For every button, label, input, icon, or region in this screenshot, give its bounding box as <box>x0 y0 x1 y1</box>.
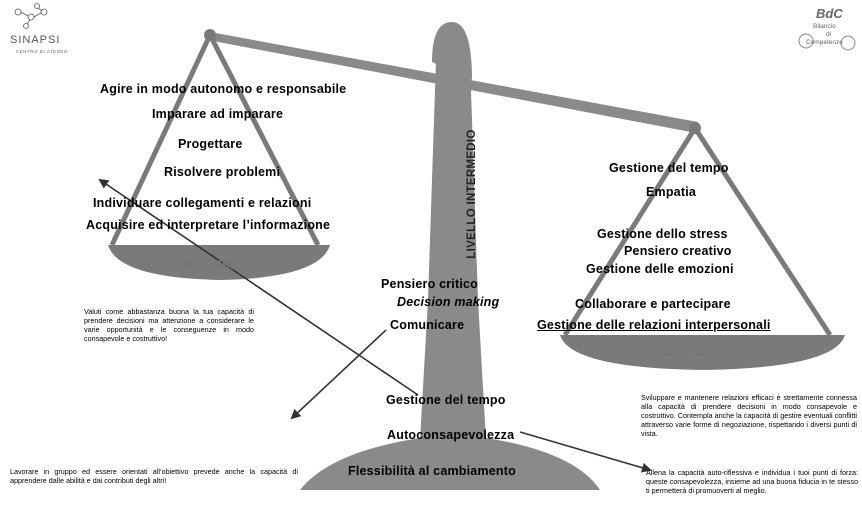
arrow-comunicare <box>290 329 387 420</box>
sinapsi-logo-icon <box>14 3 48 29</box>
center-item-flessibilita: Flessibilità al cambiamento <box>348 464 516 478</box>
right-item-stress: Gestione dello stress <box>597 227 728 241</box>
center-item-decision-making: Decision making <box>397 295 500 309</box>
bdc-logo-icon <box>798 33 856 51</box>
right-item-creativo: Pensiero creativo <box>624 244 732 258</box>
note-decision: Valuti come abbastanza buona la tua capa… <box>84 307 254 343</box>
left-pan-string <box>207 33 321 247</box>
left-item-acquisire: Acquisire ed interpretare l’informazione <box>86 218 331 232</box>
sinapsi-logo-text: SINAPSI <box>10 34 61 46</box>
right-pan-label: CRITICITA’ <box>661 344 723 358</box>
note-autoriflessiva: Allena la capacità auto-riflessiva e ind… <box>646 468 858 495</box>
left-item-progettare: Progettare <box>178 137 243 151</box>
pole-label: LIVELLO INTERMEDIO <box>466 129 478 259</box>
right-pan-string <box>562 126 698 337</box>
right-item-collaborare: Collaborare e partecipare <box>575 297 731 311</box>
left-item-risolvere: Risolvere problemi <box>164 165 281 179</box>
center-item-pensiero-critico: Pensiero critico <box>381 277 478 291</box>
left-item-imparare: Imparare ad imparare <box>152 107 284 121</box>
right-item-tempo: Gestione del tempo <box>609 161 729 175</box>
center-item-gestione-tempo: Gestione del tempo <box>386 393 506 407</box>
right-item-relazioni: Gestione delle relazioni interpersonali <box>537 318 771 332</box>
center-item-comunicare: Comunicare <box>390 318 465 332</box>
left-pan-string <box>109 33 213 247</box>
left-pan <box>108 245 330 280</box>
note-gruppo: Lavorare in gruppo ed essere orientati a… <box>10 467 298 485</box>
sinapsi-logo-subtitle: CENTRO DI ATENEO <box>16 49 68 54</box>
arrow-autoconsapevolezza <box>519 431 652 473</box>
bdc-logo-line1: Bilancio <box>813 23 836 30</box>
right-item-empatia: Empatia <box>646 185 697 199</box>
right-pan <box>560 335 845 370</box>
arrow-to-risorse <box>98 178 419 396</box>
center-item-autoconsapevolezza: Autoconsapevolezza <box>387 428 515 442</box>
left-item-individuare: Individuare collegamenti e relazioni <box>93 196 312 210</box>
note-relazioni: Sviluppare e mantenere relazioni efficac… <box>641 393 857 438</box>
scale-pole <box>420 60 486 440</box>
right-item-emozioni: Gestione delle emozioni <box>586 262 734 276</box>
scale-base <box>300 438 600 490</box>
right-pan-string <box>692 126 833 337</box>
left-pan-label: RISORSE <box>184 258 239 272</box>
bdc-logo-acronym: BdC <box>816 6 843 21</box>
bdc-logo-line2: di <box>826 31 832 38</box>
bdc-logo-line3: Competenze <box>806 39 843 46</box>
left-item-agire: Agire in modo autonomo e responsabile <box>100 82 347 96</box>
